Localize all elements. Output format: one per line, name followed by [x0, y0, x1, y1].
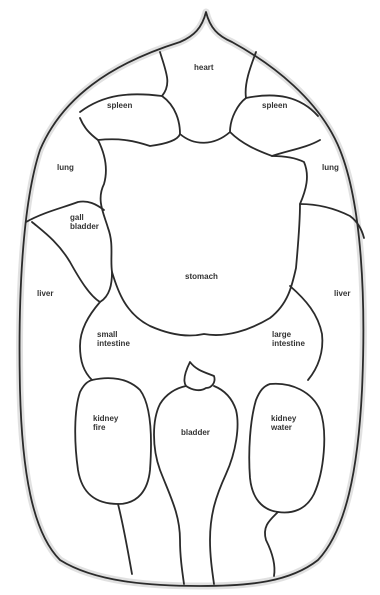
label-spleen-left: spleen — [107, 101, 132, 110]
label-kidney-water: kidney water — [271, 414, 296, 432]
bladder-body — [154, 386, 186, 584]
spleen-right-region — [230, 132, 320, 156]
spleen-left-region — [80, 118, 180, 146]
label-spleen-right: spleen — [262, 101, 287, 110]
kidney-fire-channel — [118, 504, 132, 574]
kidney-water-region — [249, 384, 324, 513]
label-heart: heart — [194, 63, 214, 72]
label-liver-left: liver — [37, 289, 53, 298]
bladder-region — [184, 362, 214, 390]
label-liver-right: liver — [334, 289, 350, 298]
bladder-body-right — [210, 386, 238, 584]
label-bladder: bladder — [181, 428, 210, 437]
label-stomach: stomach — [185, 272, 218, 281]
label-large-intestine: large intestine — [272, 330, 305, 348]
outline-shading — [20, 12, 364, 586]
stomach-region — [98, 140, 307, 336]
label-lung-right: lung — [322, 163, 339, 172]
label-gall-bladder: gall bladder — [70, 213, 99, 231]
label-lung-left: lung — [57, 163, 74, 172]
kidney-fire-region — [75, 378, 151, 504]
body-outline — [20, 12, 364, 586]
label-kidney-fire: kidney fire — [93, 414, 118, 432]
label-small-intestine: small intestine — [97, 330, 130, 348]
kidney-water-channel — [265, 512, 278, 576]
